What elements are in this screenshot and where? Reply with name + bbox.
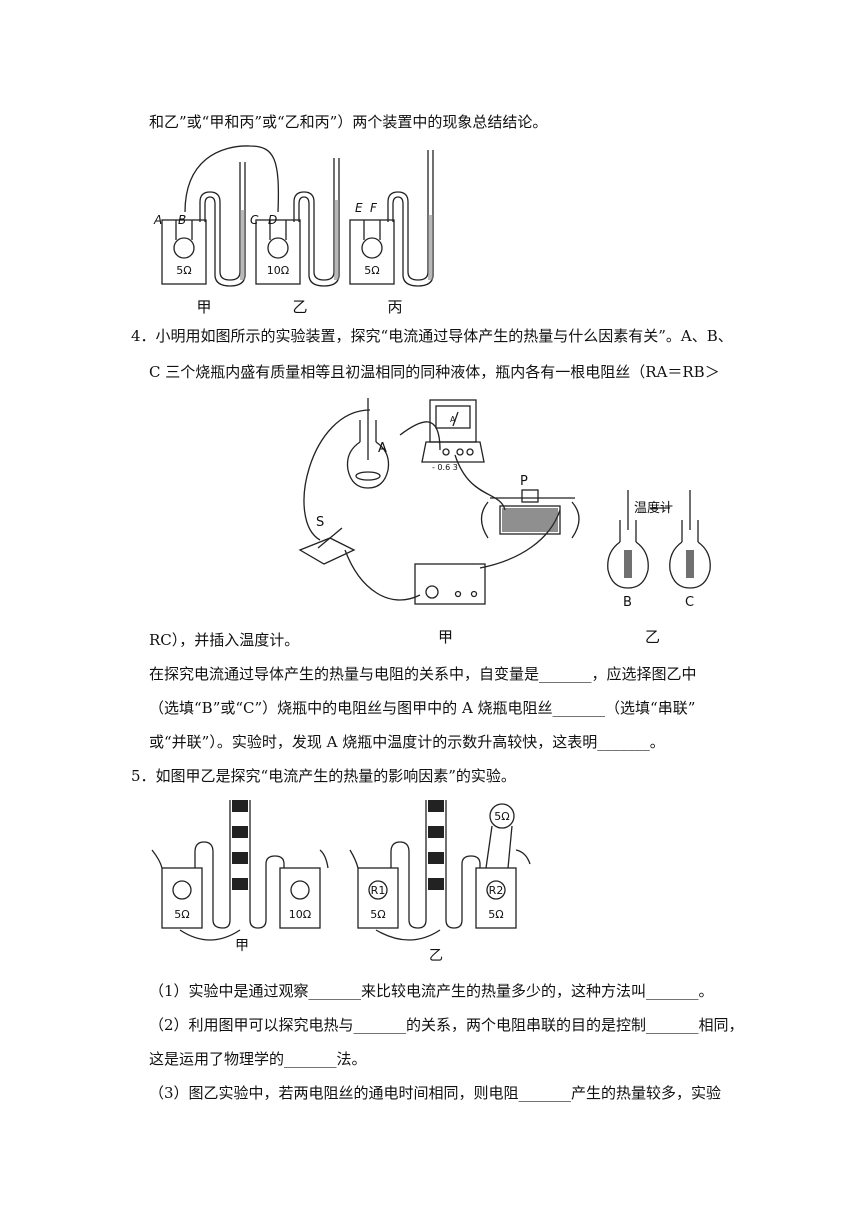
ammeter-scale: - 0.6 3 xyxy=(432,463,458,472)
q4-line-4: 在探究电流通过导体产生的热量与电阻的关系中，自变量是_______，应选择图乙中 xyxy=(149,665,697,683)
caption-jia: 甲 xyxy=(196,298,211,316)
thermometer-label: 温度计 xyxy=(634,500,673,516)
fig5-r2-label: R2 xyxy=(489,884,504,897)
caption-right: 乙 xyxy=(645,628,660,646)
fig5-jia-res-right: 10Ω xyxy=(289,908,311,921)
fig5-external-res: 5Ω xyxy=(494,810,509,823)
q5-part-2b: 这是运用了物理学的_______法。 xyxy=(149,1050,367,1068)
caption-left: 甲 xyxy=(438,628,453,646)
flask-b-label: B xyxy=(623,595,632,610)
fig5-caption-right: 乙 xyxy=(429,948,443,964)
flask-a-label: A xyxy=(378,441,387,456)
q4-line-5: （选填“B”或“C”）烧瓶中的电阻丝与图甲中的 A 烧瓶电阻丝_______（选… xyxy=(149,699,696,717)
switch-s-label: S xyxy=(316,515,324,530)
fig5-r1-label: R1 xyxy=(371,884,386,897)
figure-q3-apparatus: A B C D E F 5Ω 10Ω 5Ω 甲 乙 丙 xyxy=(140,140,440,320)
figure-q5-apparatus: 5Ω 10Ω R1 5Ω R2 5Ω 5Ω 甲 乙 xyxy=(150,790,550,970)
q5-part-3: （3）图乙实验中，若两电阻丝的通电时间相同，则电阻_______产生的热量较多，… xyxy=(149,1084,722,1102)
caption-yi: 乙 xyxy=(292,298,307,316)
point-f-label: F xyxy=(370,201,378,215)
point-b-label: B xyxy=(178,213,186,227)
slider-p-label: P xyxy=(520,474,528,489)
q4-line-6: 或“并联”）。实验时，发现 A 烧瓶中温度计的示数升高较快，这表明_______… xyxy=(149,733,665,751)
q3-tail-text: 和乙”或“甲和丙”或“乙和丙”）两个装置中的现象总结结论。 xyxy=(149,113,548,131)
q4-line-2: C 三个烧瓶内盛有质量相等且初温相同的同种液体，瓶内各有一根电阻丝（RA＝RB＞ xyxy=(149,363,720,381)
fig5-jia-res-left: 5Ω xyxy=(174,908,189,921)
q5-line-1: 5．如图甲乙是探究“电流产生的热量的影响因素”的实验。 xyxy=(131,767,516,785)
resistor-label-1: 5Ω xyxy=(176,264,191,277)
resistor-label-2: 10Ω xyxy=(267,264,289,277)
caption-bing: 丙 xyxy=(387,298,402,316)
q5-part-1: （1）实验中是通过观察_______来比较电流产生的热量多少的，这种方法叫___… xyxy=(149,982,714,1000)
point-c-label: C xyxy=(250,213,259,227)
q4-line-3: RC），并插入温度计。 xyxy=(149,631,300,649)
fig5-caption-left: 甲 xyxy=(235,938,249,954)
fig5-yi-res-right: 5Ω xyxy=(488,908,503,921)
point-a-label: A xyxy=(153,213,162,227)
q4-line-1: 4．小明用如图所示的实验装置，探究“电流通过导体产生的热量与什么因素有关”。A、… xyxy=(131,327,733,345)
fig5-yi-res-left: 5Ω xyxy=(370,908,385,921)
resistor-label-3: 5Ω xyxy=(364,264,379,277)
point-e-label: E xyxy=(355,201,363,215)
figure-q4-apparatus: A S P A - 0.6 3 温度计 B C 甲 乙 xyxy=(290,390,740,650)
q5-part-2a: （2）利用图甲可以探究电热与_______的关系，两个电阻串联的目的是控制___… xyxy=(149,1016,744,1034)
point-d-label: D xyxy=(268,213,277,227)
ammeter-label: A xyxy=(450,415,456,424)
flask-c-label: C xyxy=(685,595,694,610)
